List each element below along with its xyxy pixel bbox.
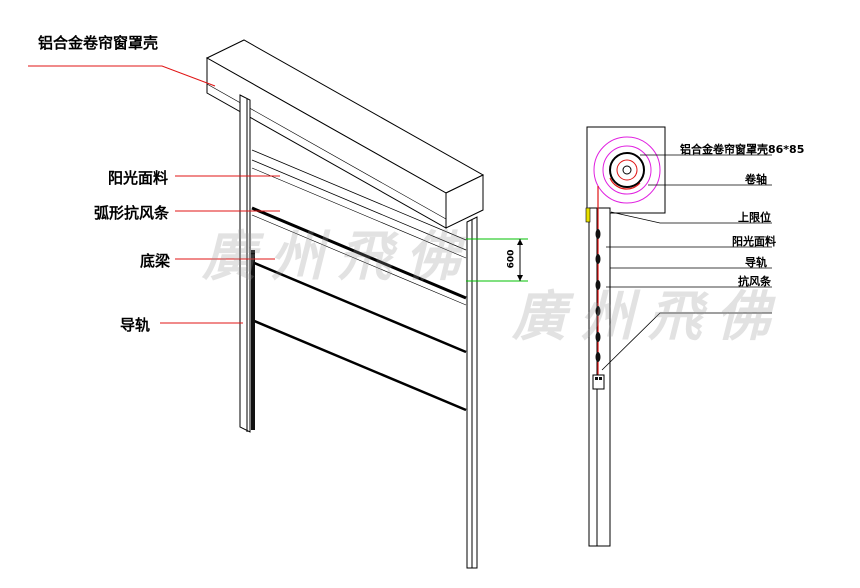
left-guide-rail (239, 94, 251, 433)
label-side-guide-rail: 导轨 (745, 256, 767, 269)
side-bottom-beam (592, 374, 605, 390)
leader-lines-left (28, 65, 280, 324)
left-rail-inner-dark (251, 250, 255, 430)
label-windbar: 弧形抗风条 (94, 204, 170, 222)
label-guide-rail: 导轨 (120, 316, 151, 334)
label-shell: 铝合金卷帘窗罩壳 (38, 34, 159, 52)
label-side-windbar: 抗风条 (738, 275, 771, 288)
shell-box (205, 39, 485, 229)
upper-limit-block (585, 207, 591, 223)
label-fabric: 阳光面料 (108, 169, 169, 187)
watermark-right: 廣州飛佛 (512, 284, 784, 348)
dimension-marker (466, 238, 528, 282)
label-dimension: 600 (506, 249, 517, 269)
right-guide-rail (466, 216, 478, 569)
fabric-slats (251, 149, 467, 412)
side-windbars (595, 229, 601, 362)
side-shell (586, 126, 666, 214)
label-upper-limit: 上限位 (738, 211, 771, 224)
watermark-left: 廣州飛佛 (202, 224, 474, 288)
label-reel-axis: 卷轴 (745, 173, 767, 186)
reel-circles (593, 136, 661, 204)
leader-lines-right (601, 154, 772, 371)
label-bottom-beam: 底梁 (140, 252, 171, 270)
label-shell-size: 铝合金卷帘窗罩壳86*85 (680, 143, 805, 156)
label-side-fabric: 阳光面料 (732, 235, 776, 248)
